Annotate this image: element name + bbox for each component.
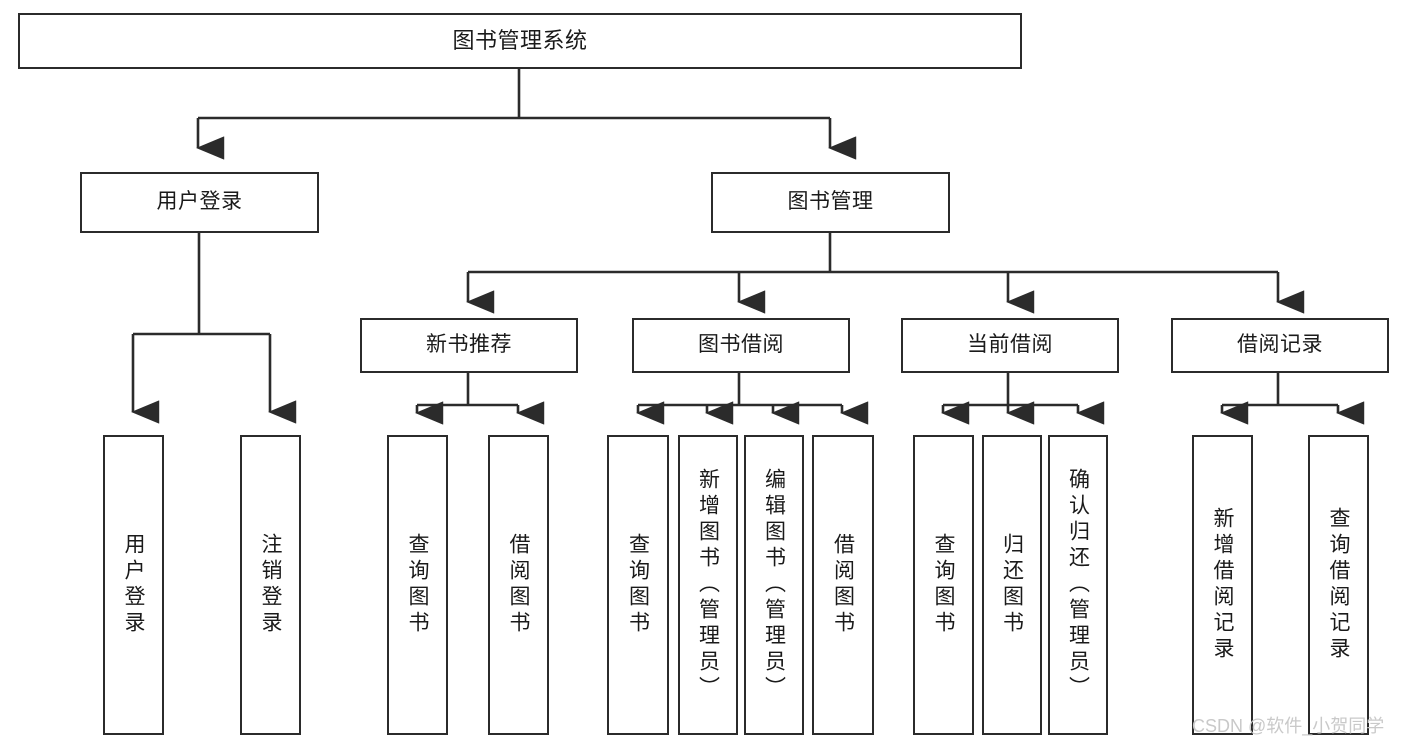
node-user-login-label: 用户登录 [156,190,243,214]
leaf-borrow-record-add-label: 新增借阅记录 [1211,507,1234,663]
leaf-borrow-record-query[interactable]: 查询借阅记录 [1308,435,1369,735]
leaf-user-login-signin[interactable]: 用户登录 [103,435,164,735]
leaf-book-borrow-add[interactable]: 新增图书（管理员） [678,435,738,735]
node-book-borrow[interactable]: 图书借阅 [632,318,850,373]
leaf-book-borrow-lend[interactable]: 借阅图书 [812,435,874,735]
leaf-current-borrow-return[interactable]: 归还图书 [982,435,1042,735]
leaf-user-login-signout-label: 注销登录 [259,533,282,637]
leaf-current-borrow-query[interactable]: 查询图书 [913,435,974,735]
leaf-current-borrow-confirm-label: 确认归还（管理员） [1066,468,1090,702]
leaf-book-borrow-edit[interactable]: 编辑图书（管理员） [744,435,804,735]
leaf-book-borrow-query-label: 查询图书 [626,533,650,637]
watermark-text: CSDN @软件_小贺同学 [1192,716,1385,736]
node-borrow-record-label: 借阅记录 [1237,333,1323,357]
leaf-new-book-query-label: 查询图书 [406,533,429,637]
node-book-borrow-label: 图书借阅 [698,333,784,357]
node-current-borrow[interactable]: 当前借阅 [901,318,1119,373]
leaf-book-borrow-edit-label: 编辑图书（管理员） [762,468,786,702]
leaf-new-book-query[interactable]: 查询图书 [387,435,448,735]
leaf-book-borrow-query[interactable]: 查询图书 [607,435,669,735]
node-new-book-recommend-label: 新书推荐 [426,333,512,357]
node-book-manage-label: 图书管理 [787,190,874,214]
node-root[interactable]: 图书管理系统 [18,13,1022,69]
leaf-new-book-borrow[interactable]: 借阅图书 [488,435,549,735]
node-root-label: 图书管理系统 [452,28,588,54]
node-book-manage[interactable]: 图书管理 [711,172,950,233]
node-new-book-recommend[interactable]: 新书推荐 [360,318,578,373]
leaf-borrow-record-add[interactable]: 新增借阅记录 [1192,435,1253,735]
leaf-book-borrow-add-label: 新增图书（管理员） [696,468,720,702]
node-borrow-record[interactable]: 借阅记录 [1171,318,1389,373]
leaf-borrow-record-query-label: 查询借阅记录 [1327,507,1350,663]
leaf-user-login-signout[interactable]: 注销登录 [240,435,301,735]
leaf-current-borrow-return-label: 归还图书 [1000,533,1024,637]
node-user-login[interactable]: 用户登录 [80,172,319,233]
leaf-book-borrow-lend-label: 借阅图书 [831,533,855,637]
leaf-user-login-signin-label: 用户登录 [122,533,145,637]
leaf-new-book-borrow-label: 借阅图书 [507,533,530,637]
leaf-current-borrow-confirm[interactable]: 确认归还（管理员） [1048,435,1108,735]
node-current-borrow-label: 当前借阅 [967,333,1053,357]
leaf-current-borrow-query-label: 查询图书 [932,533,955,637]
